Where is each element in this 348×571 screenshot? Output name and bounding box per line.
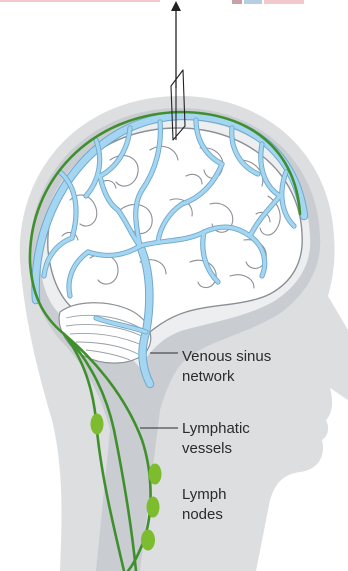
venous-label-line-1: Venous sinus (182, 347, 271, 367)
lymph-node (141, 530, 155, 551)
venous-label-line-2: network (182, 367, 271, 387)
lymph-node (149, 464, 162, 485)
lymph-node (147, 497, 160, 518)
lymph-node (91, 414, 104, 435)
top-strip (0, 0, 304, 4)
lymphatic-label-line-1: Lymphatic (182, 419, 250, 439)
nodes-label-line-2: nodes (182, 505, 226, 525)
lymph-nodes-label: Lymph nodes (182, 485, 226, 525)
nodes-label-line-1: Lymph (182, 485, 226, 505)
venous-sinus-network-label: Venous sinus network (182, 347, 271, 387)
lymphatic-vessels-label: Lymphatic vessels (182, 419, 250, 459)
lymphatic-label-line-2: vessels (182, 439, 250, 459)
